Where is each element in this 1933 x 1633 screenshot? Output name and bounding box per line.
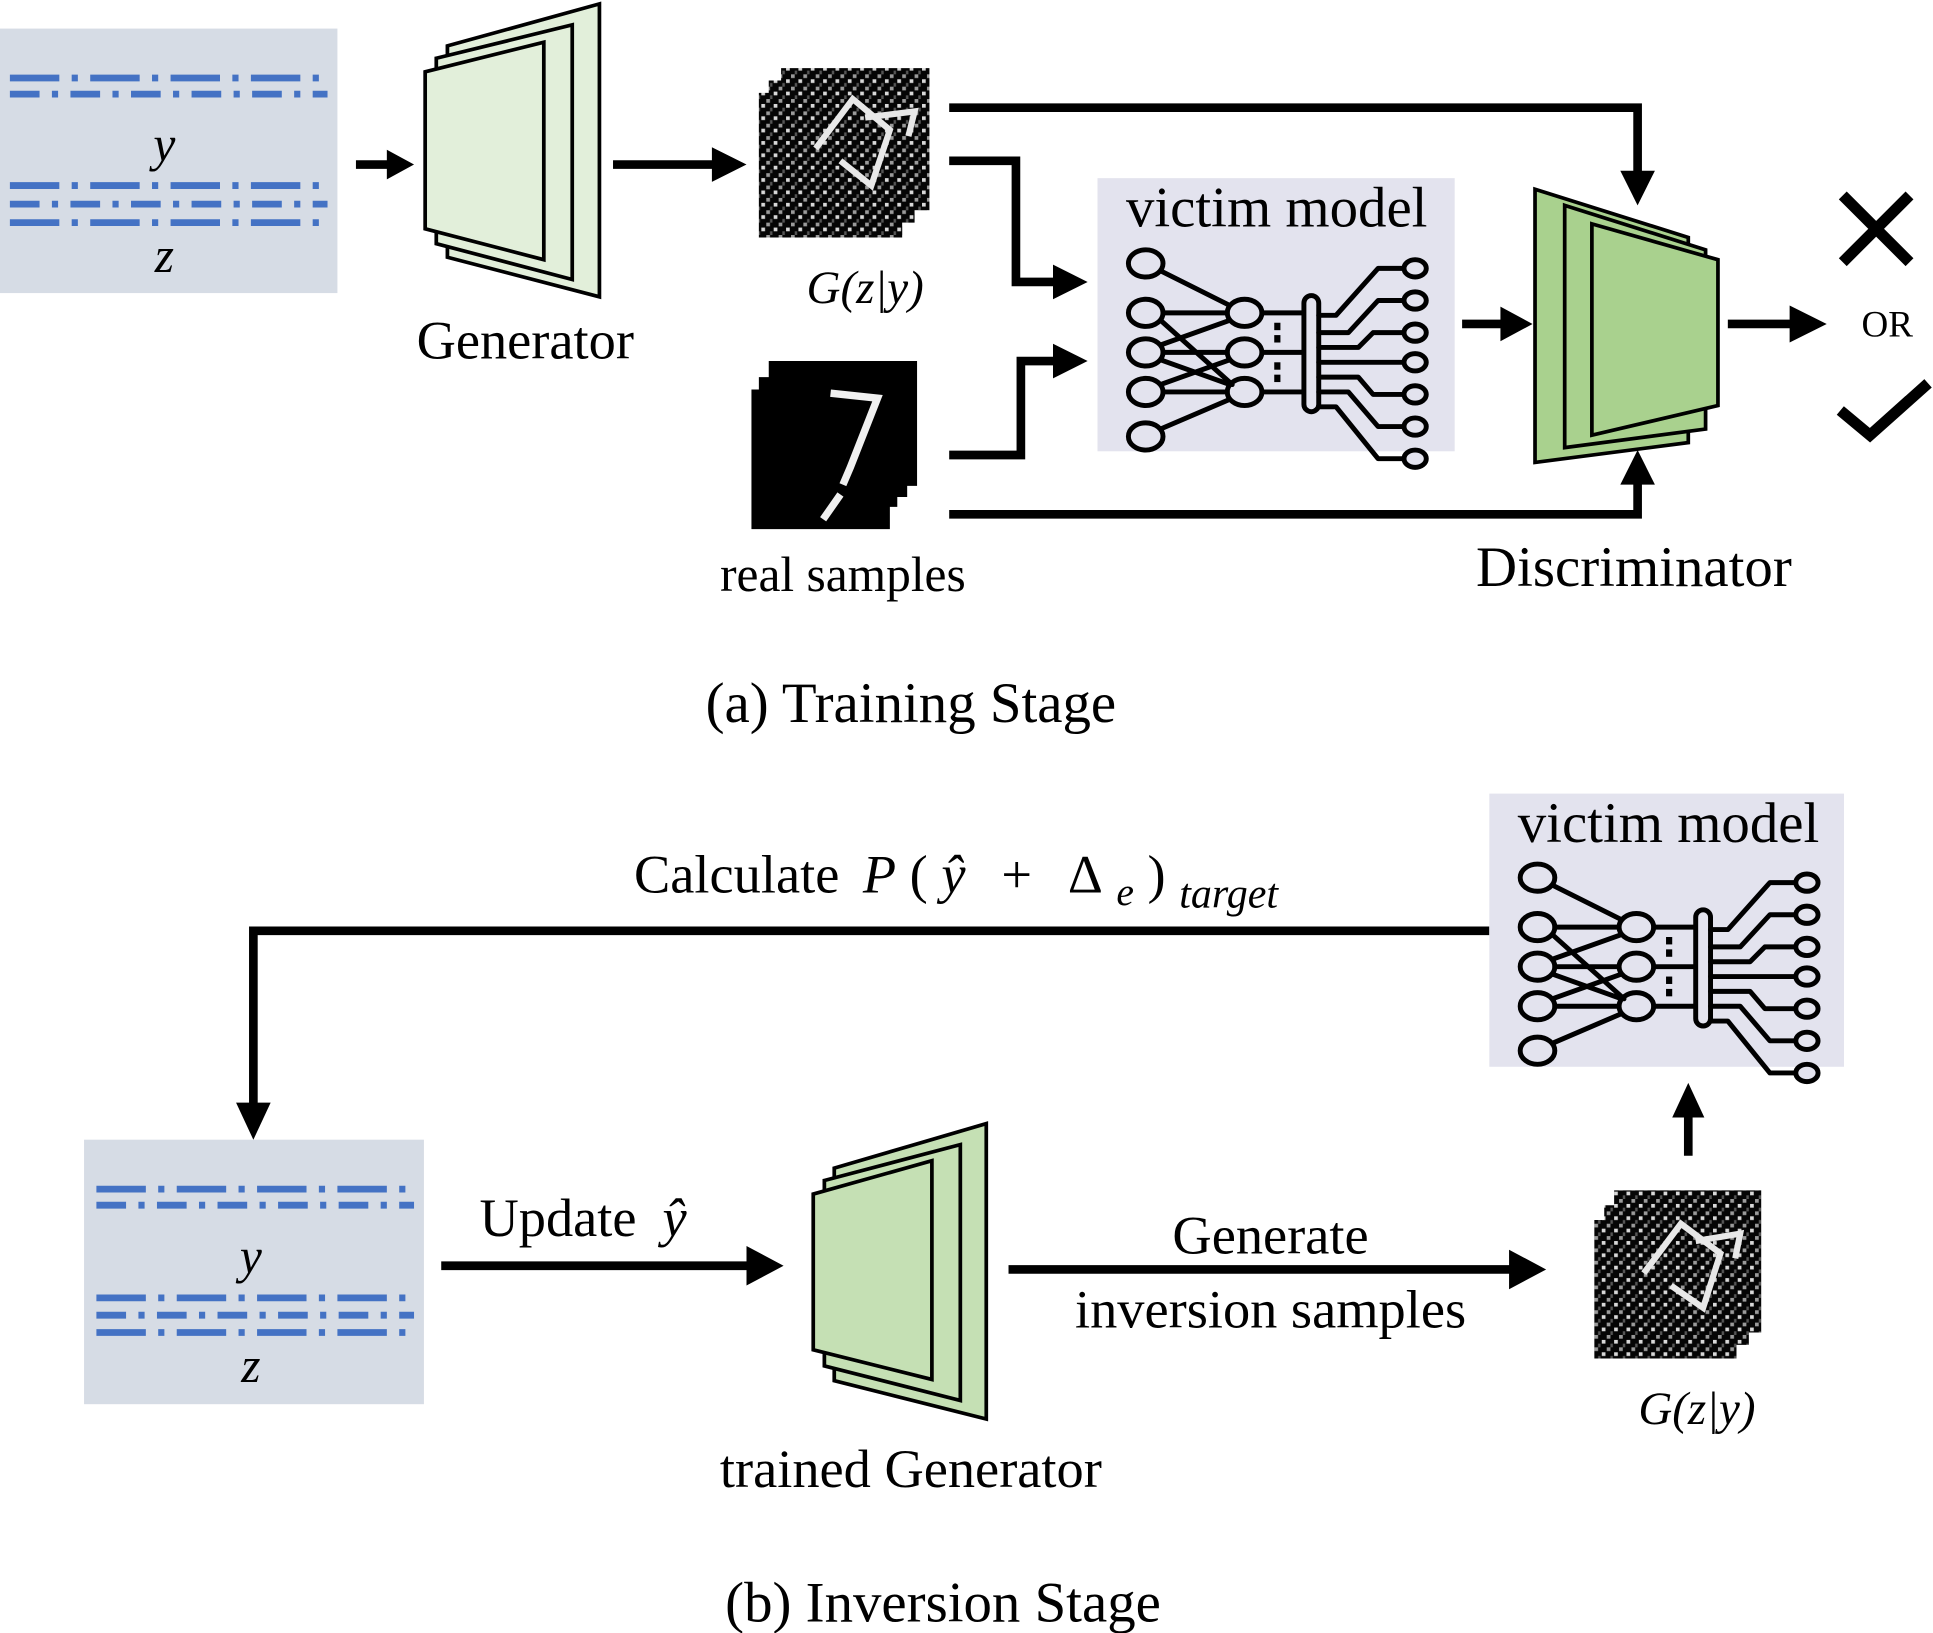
update-word: Update [480, 1188, 637, 1248]
update-label: Update ŷ [480, 1188, 688, 1248]
formula-plus: + [1001, 845, 1032, 905]
latent-y-label: y [235, 1229, 262, 1284]
arrow-sample-to-victim [949, 156, 1088, 300]
arrow-real-to-victim [949, 343, 1088, 460]
training-stage: y z Generator G(z|y) [0, 1, 1932, 735]
formula-yhat: ŷ [936, 845, 966, 905]
arrow-discriminator-to-output [1727, 305, 1827, 343]
formula-p: P [862, 845, 896, 905]
arrow-sample-to-victim [1672, 1082, 1705, 1156]
arrow-generate-samples: Generate inversion samples [1008, 1205, 1547, 1340]
arrow-latent-to-generator [355, 149, 415, 180]
latent-y-label: y [148, 117, 175, 172]
check-icon [1836, 379, 1932, 443]
discriminator-label: Discriminator [1476, 536, 1792, 599]
victim-model-label: victim model [1126, 176, 1428, 239]
formula-open-paren: ( [910, 845, 928, 905]
latent-input-panel: y z [0, 28, 338, 294]
calculate-formula-label: Calculate P ( ŷ + Δ e ) target [634, 845, 1279, 918]
cross-icon [1838, 191, 1914, 267]
latent-z-label: z [240, 1338, 260, 1393]
generate-label-line1: Generate [1172, 1205, 1368, 1265]
generated-sample-label: G(z|y) [807, 262, 924, 314]
arrow-generator-to-sample [613, 147, 747, 182]
formula-close-paren: ) [1148, 845, 1166, 905]
arrow-real-to-discriminator [949, 450, 1655, 519]
output-or-label: OR [1862, 304, 1914, 345]
victim-model-label: victim model [1518, 792, 1820, 855]
real-samples-image: real samples [720, 361, 966, 602]
calculate-word: Calculate [634, 845, 839, 905]
formula-delta-subscript: e [1116, 870, 1134, 914]
latent-z-label: z [154, 228, 174, 283]
arrow-victim-to-discriminator [1462, 306, 1533, 342]
discriminator-block: Discriminator [1476, 186, 1792, 599]
victim-model-inversion: victim model [1489, 792, 1845, 1082]
inversion-stage: Calculate P ( ŷ + Δ e ) target y z [84, 792, 1845, 1633]
arrow-update-yhat: Update ŷ [441, 1188, 784, 1286]
generator-label: Generator [417, 311, 634, 371]
inversion-sample-label: G(z|y) [1638, 1383, 1755, 1435]
arrow-sample-to-discriminator [949, 103, 1655, 206]
arrow-victim-to-latent [236, 926, 1490, 1140]
trained-generator-label: trained Generator [720, 1439, 1102, 1499]
real-samples-label: real samples [720, 547, 966, 602]
generate-label-line2: inversion samples [1075, 1280, 1466, 1340]
victim-model-training: victim model [1097, 176, 1455, 467]
inversion-sample-image: G(z|y) [1594, 1190, 1762, 1435]
latent-input-panel-inversion: y z [84, 1139, 424, 1405]
inversion-stage-caption: (b) Inversion Stage [725, 1572, 1161, 1633]
training-stage-caption: (a) Training Stage [706, 672, 1117, 735]
trained-generator-block: trained Generator [720, 1121, 1102, 1499]
formula-target-subscript: target [1179, 871, 1279, 917]
generated-sample-image: G(z|y) [758, 68, 930, 314]
update-symbol: ŷ [658, 1188, 688, 1248]
formula-delta: Δ [1068, 845, 1103, 905]
generator-block: Generator [417, 1, 634, 371]
